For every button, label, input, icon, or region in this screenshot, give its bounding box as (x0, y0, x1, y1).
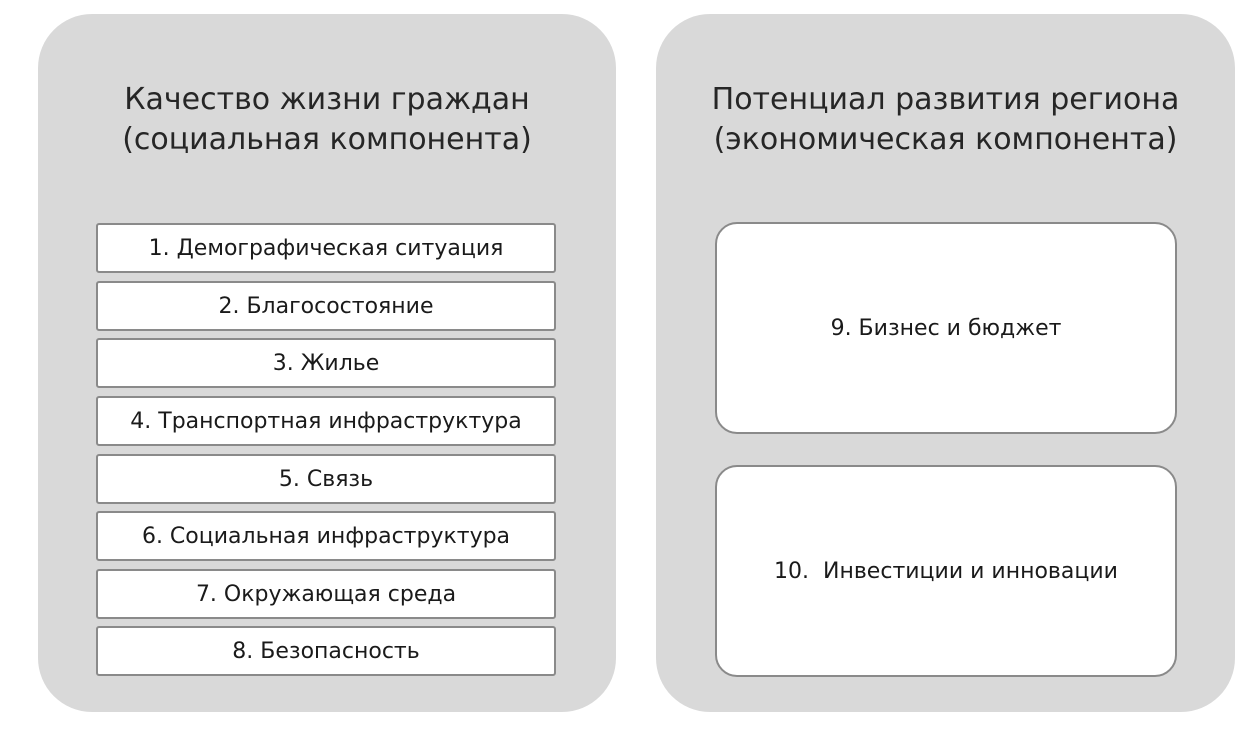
social-title-line1: Качество жизни граждан (124, 82, 530, 117)
economic-title-line1: Потенциал развития региона (711, 82, 1180, 117)
item-transport-infrastructure: 4. Транспортная инфраструктура (96, 396, 556, 446)
item-housing: 3. Жилье (96, 338, 556, 388)
item-welfare: 2. Благосостояние (96, 281, 556, 331)
economic-component-title: Потенциал развития региона (экономическа… (656, 80, 1235, 160)
item-safety: 8. Безопасность (96, 626, 556, 676)
economic-title-line2: (экономическая компонента) (713, 122, 1178, 157)
social-title-line2: (социальная компонента) (122, 122, 532, 157)
block-investment-innovation: 10. Инвестиции и инновации (715, 465, 1177, 677)
social-component-title: Качество жизни граждан (социальная компо… (38, 80, 616, 160)
social-component-panel: Качество жизни граждан (социальная компо… (38, 14, 616, 712)
item-social-infrastructure: 6. Социальная инфраструктура (96, 511, 556, 561)
economic-component-panel: Потенциал развития региона (экономическа… (656, 14, 1235, 712)
item-demography: 1. Демографическая ситуация (96, 223, 556, 273)
item-environment: 7. Окружающая среда (96, 569, 556, 619)
item-communication: 5. Связь (96, 454, 556, 504)
block-business-budget: 9. Бизнес и бюджет (715, 222, 1177, 434)
